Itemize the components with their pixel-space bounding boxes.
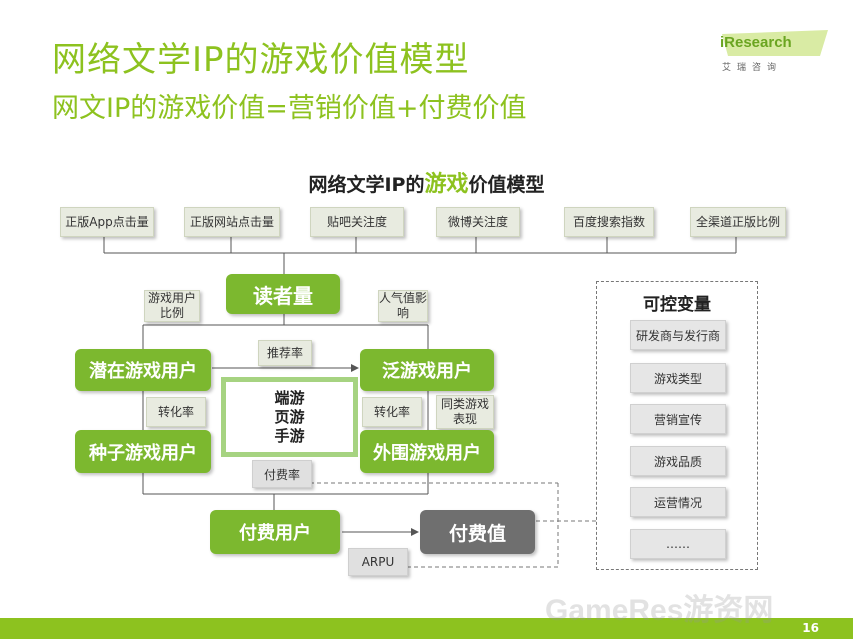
recommend-rate-label: 推荐率 <box>258 340 312 366</box>
metric-baidu-index: 百度搜索指数 <box>564 207 654 237</box>
diagram-title-pre: 网络文学IP的 <box>308 174 425 196</box>
variable-quality: 游戏品质 <box>630 446 726 476</box>
metric-weibo: 微博关注度 <box>436 207 520 237</box>
logo-text: iResearch <box>720 34 792 51</box>
variable-marketing: 营销宣传 <box>630 404 726 434</box>
game-user-ratio-label: 游戏用户比例 <box>144 290 200 322</box>
page-title: 网络文学IP的游戏价值模型 <box>52 40 470 80</box>
footer-band <box>0 618 853 639</box>
platforms-box: 端游 页游 手游 <box>221 377 358 457</box>
seed-users-box: 种子游戏用户 <box>75 430 211 473</box>
variable-game-type: 游戏类型 <box>630 363 726 393</box>
paying-users-box: 付费用户 <box>210 510 340 554</box>
pan-users-box: 泛游戏用户 <box>360 349 494 391</box>
peripheral-users-box: 外围游戏用户 <box>360 430 494 473</box>
watermark: GameRes游资网 <box>545 594 774 627</box>
page-number: 16 <box>802 621 819 635</box>
metric-tieba: 贴吧关注度 <box>310 207 404 237</box>
logo-subtext: 艾瑞咨询 <box>722 63 783 73</box>
metric-web-clicks: 正版网站点击量 <box>184 207 280 237</box>
iresearch-logo: iResearch 艾瑞咨询 <box>720 30 830 80</box>
page-subtitle: 网文IP的游戏价值=营销价值+付费价值 <box>52 93 527 124</box>
platform-mobile: 手游 <box>274 426 305 445</box>
metric-app-clicks: 正版App点击量 <box>60 207 154 237</box>
variable-developer-publisher: 研发商与发行商 <box>630 320 726 350</box>
diagram-title-highlight: 游戏 <box>424 172 469 197</box>
readers-box: 读者量 <box>226 274 340 314</box>
variable-more: …… <box>630 529 726 559</box>
variables-title: 可控变量 <box>643 295 711 315</box>
conversion-rate-right: 转化率 <box>362 397 422 427</box>
pay-value-box: 付费值 <box>420 510 535 554</box>
variable-operations: 运营情况 <box>630 487 726 517</box>
platform-pc: 端游 <box>274 388 305 407</box>
pay-rate-label: 付费率 <box>252 460 312 488</box>
conversion-rate-left: 转化率 <box>146 397 206 427</box>
potential-users-box: 潜在游戏用户 <box>75 349 211 391</box>
metric-genuine-ratio: 全渠道正版比例 <box>690 207 786 237</box>
arpu-label: ARPU <box>348 548 408 576</box>
controllable-variables-panel: 可控变量 研发商与发行商 游戏类型 营销宣传 游戏品质 运营情况 …… <box>596 281 758 570</box>
diagram-title-post: 价值模型 <box>468 174 545 196</box>
similar-games-label: 同类游戏表现 <box>436 395 494 429</box>
diagram-title: 网络文学IP的游戏价值模型 <box>0 166 853 198</box>
platform-web: 页游 <box>274 407 305 426</box>
logo-shape-icon <box>722 30 828 56</box>
popularity-influence-label: 人气值影响 <box>378 290 428 322</box>
